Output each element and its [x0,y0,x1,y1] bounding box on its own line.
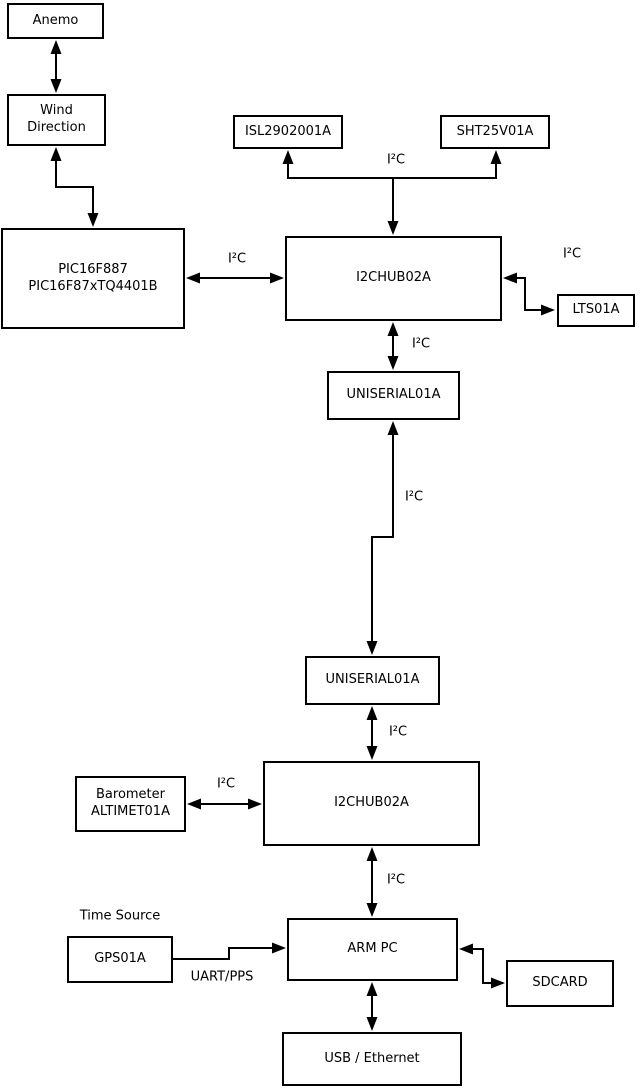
edge-label-i2c-pic-hub1: I²C [227,251,247,267]
edge-pic-hub1 [186,272,284,284]
node-wind-direction-label-line2: Direction [27,120,86,135]
node-pic-label-line2: PIC16F87xTQ4401B [28,278,158,294]
edge-label-i2c-hub1-uniserial: I²C [411,336,431,352]
node-sdcard-label: SDCARD [532,975,588,991]
edge-uniserial-hub2 [366,706,378,760]
node-sht25v01a-label: SHT25V01A [456,123,534,139]
edge-anemo-wind [50,40,62,93]
edge-label-i2c-uniserial-link: I²C [404,489,424,505]
node-barometer-label-line2: ALTIMET01A [91,804,170,819]
edge-armpc-sdcard [459,943,505,989]
node-wind-direction: Wind Direction [7,94,106,146]
node-isl2902001a-label: ISL2902001A [244,123,332,139]
node-gps01a-label: GPS01A [94,951,146,967]
node-uniserial01a-top: UNISERIAL01A [327,371,460,420]
edge-hub1-uniserial-top [387,322,399,370]
edge-label-i2c-barometer-hub2: I²C [216,776,236,792]
edge-label-uart-pps: UART/PPS [190,969,254,985]
node-gps01a: GPS01A [67,936,173,983]
node-wind-direction-label-line1: Wind [40,103,73,119]
edge-label-i2c-hub1-lts: I²C [562,246,582,262]
node-anemo-label: Anemo [32,12,79,28]
edge-label-i2c-uniserial-hub2: I²C [388,724,408,740]
node-barometer: Barometer ALTIMET01A [75,776,186,832]
node-sht25v01a: SHT25V01A [440,115,550,149]
edge-wind-pic [50,147,99,227]
node-arm-pc: ARM PC [287,918,458,981]
edge-label-i2c-bus-top: I²C [386,152,406,168]
edge-hub1-sensors-bus [282,150,502,235]
label-time-source: Time Source [79,908,161,924]
node-anemo: Anemo [7,3,104,39]
node-arm-pc-label: ARM PC [347,941,398,957]
node-usb-ethernet: USB / Ethernet [282,1032,462,1086]
edge-gps-armpc [173,942,286,960]
edge-armpc-usb [366,982,378,1031]
node-sdcard: SDCARD [506,960,614,1007]
node-lts01a: LTS01A [557,294,635,327]
node-pic: PIC16F887 PIC16F87xTQ4401B [1,228,185,329]
node-barometer-label-line1: Barometer [96,787,165,803]
node-lts01a-label: LTS01A [572,302,620,318]
node-i2chub02a-top: I2CHUB02A [285,236,502,321]
node-isl2902001a: ISL2902001A [233,115,343,149]
node-uniserial01a-bottom: UNISERIAL01A [305,656,440,705]
node-uniserial01a-bottom-label: UNISERIAL01A [325,672,420,688]
node-i2chub02a-bottom-label: I2CHUB02A [334,795,409,811]
node-i2chub02a-top-label: I2CHUB02A [356,270,431,286]
edge-label-i2c-hub2-armpc: I²C [386,872,406,888]
node-pic-label-line1: PIC16F887 [58,261,128,277]
node-uniserial01a-top-label: UNISERIAL01A [346,387,441,403]
edge-hub2-armpc [366,847,378,917]
edge-barometer-hub2 [187,798,262,810]
edge-hub1-lts [503,272,555,316]
node-usb-ethernet-label: USB / Ethernet [324,1050,420,1066]
edge-uniserial-link [366,421,399,655]
node-i2chub02a-bottom: I2CHUB02A [263,761,480,846]
